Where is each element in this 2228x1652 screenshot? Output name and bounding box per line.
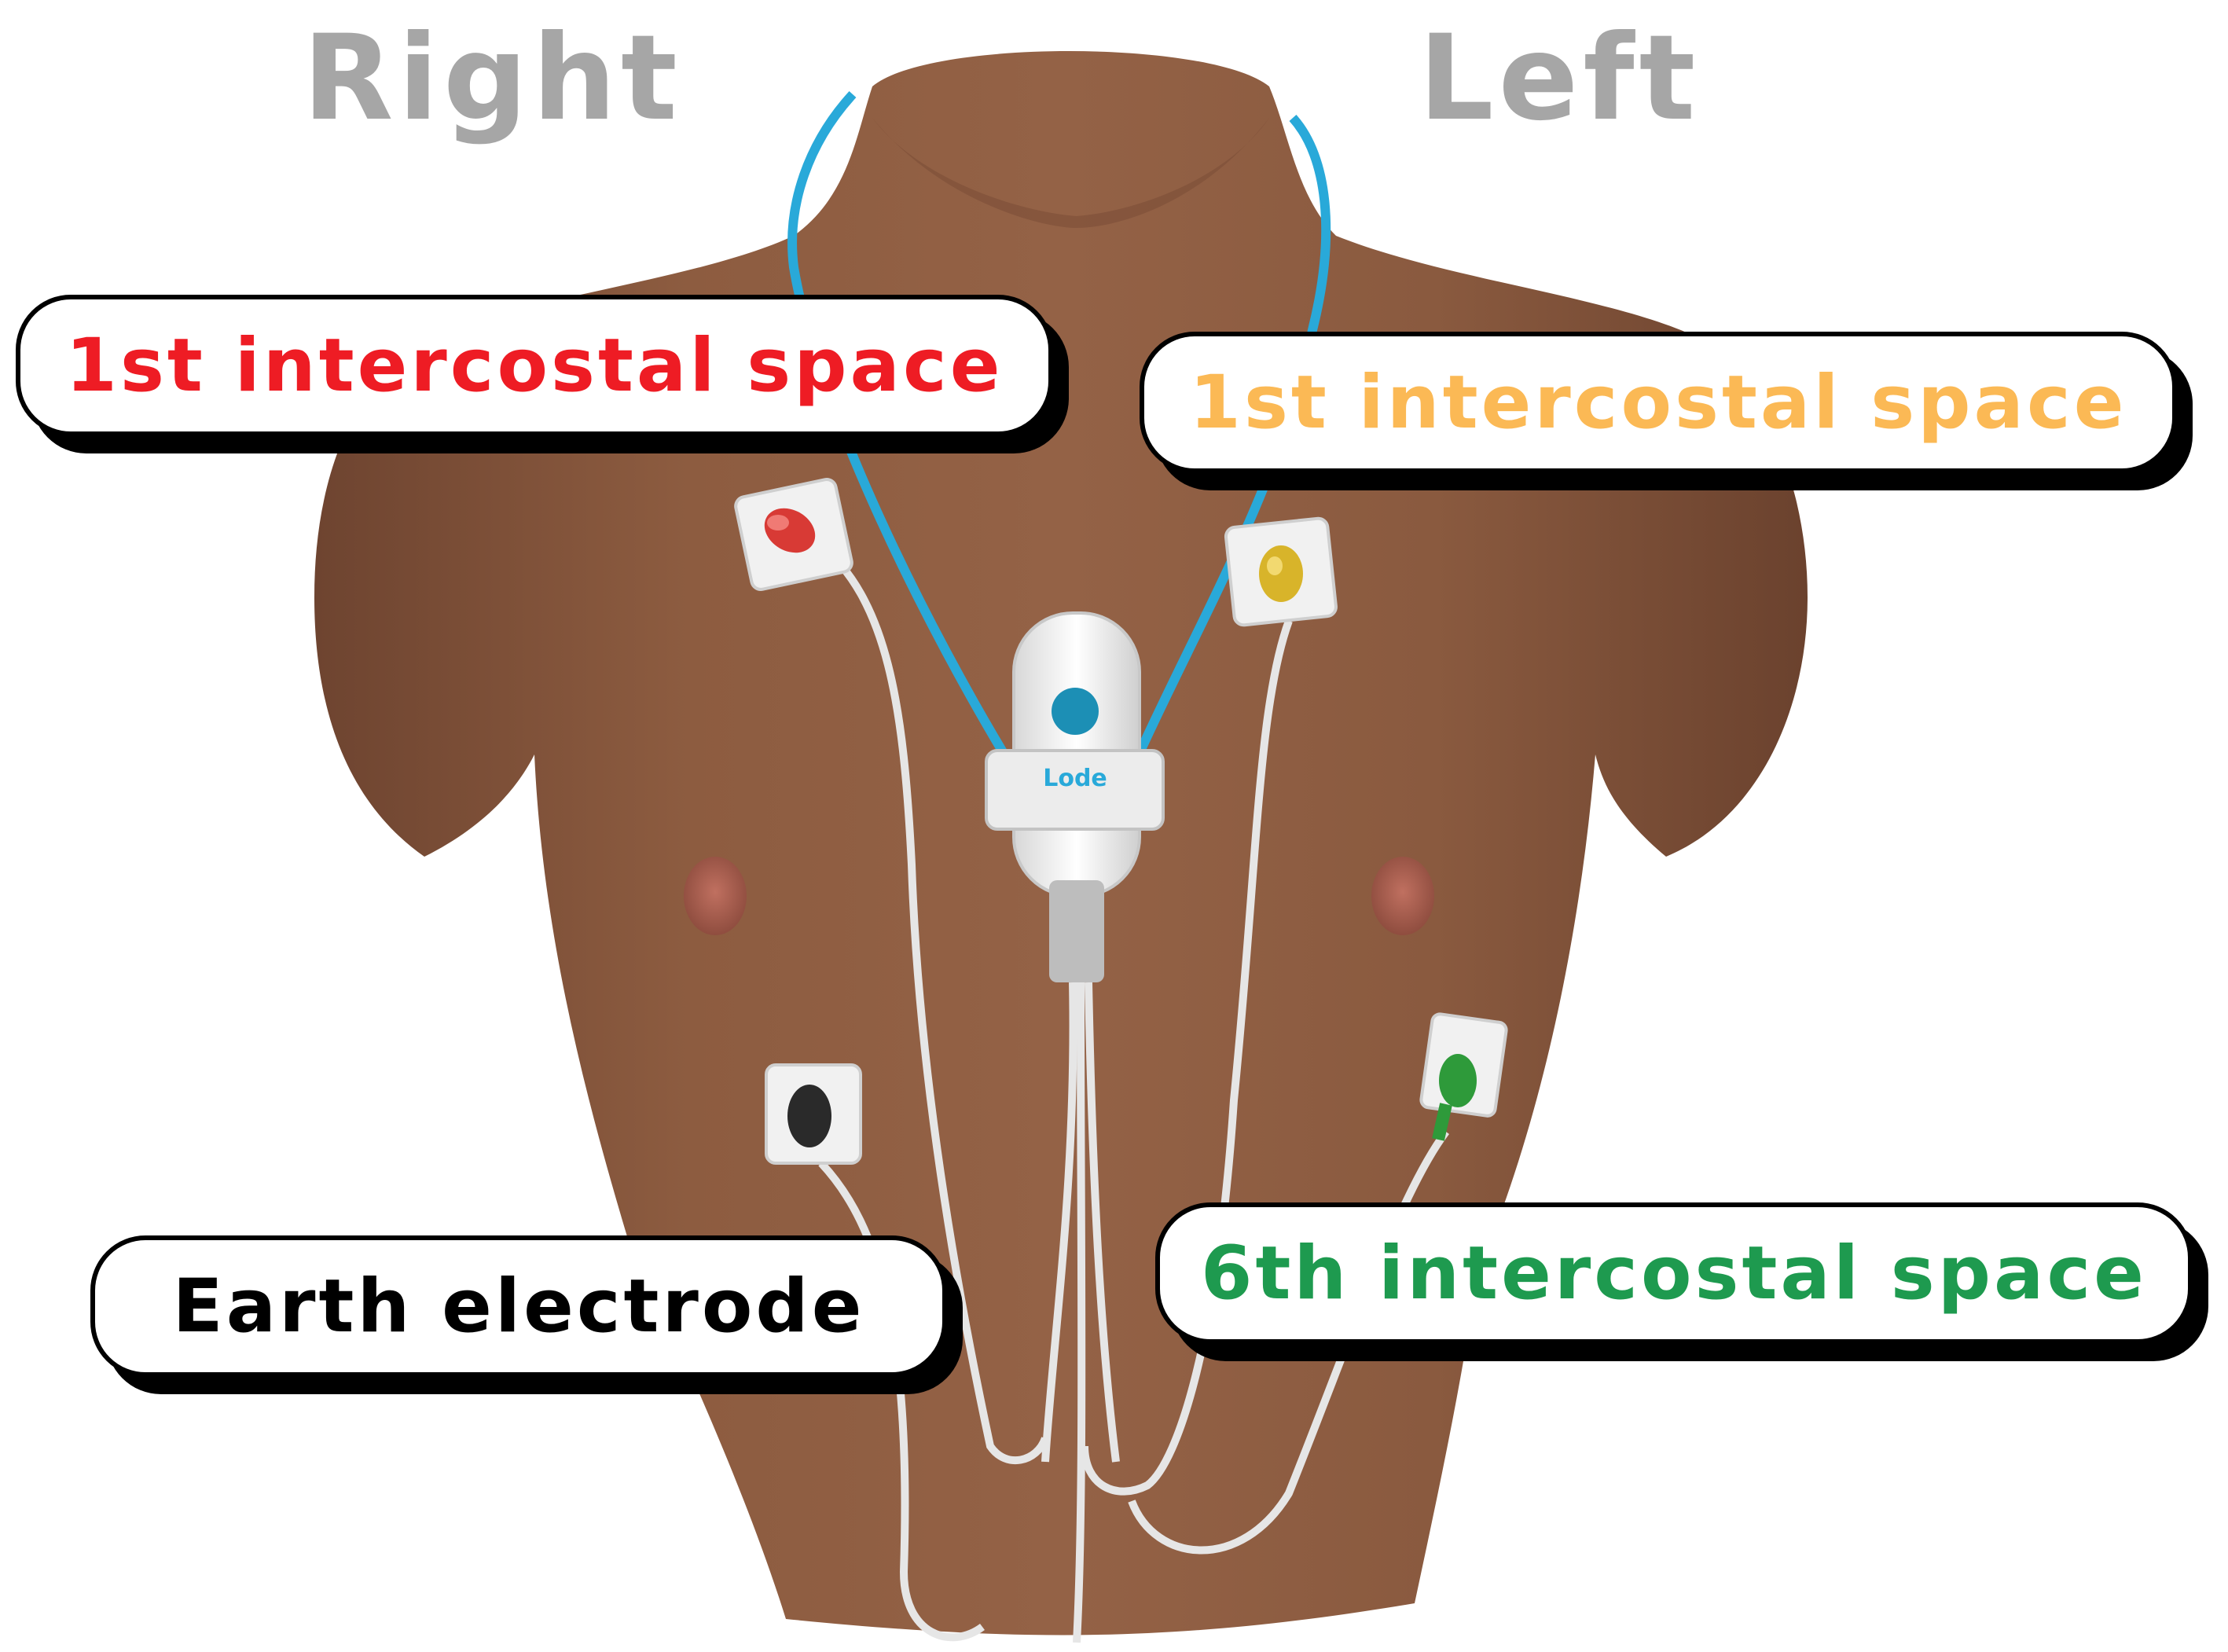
device-logo: Lode <box>1043 765 1107 792</box>
electrode-yellow <box>1225 518 1337 626</box>
left-nipple <box>1371 857 1434 935</box>
callout-left-1st-intercostal: 1st intercostal space <box>1140 332 2177 473</box>
left-side-label: Left <box>1419 16 1749 141</box>
electrode-black <box>766 1065 861 1163</box>
right-nipple <box>684 857 747 935</box>
callout-left-6th-intercostal: 6th intercostal space <box>1155 1202 2193 1344</box>
callout-earth-electrode: Earth electrode <box>90 1235 947 1377</box>
right-side-label: Right <box>303 16 711 141</box>
electrode-red <box>734 478 853 591</box>
device-button-icon <box>1052 688 1099 735</box>
callout-right-1st-intercostal: 1st intercostal space <box>16 295 1053 436</box>
